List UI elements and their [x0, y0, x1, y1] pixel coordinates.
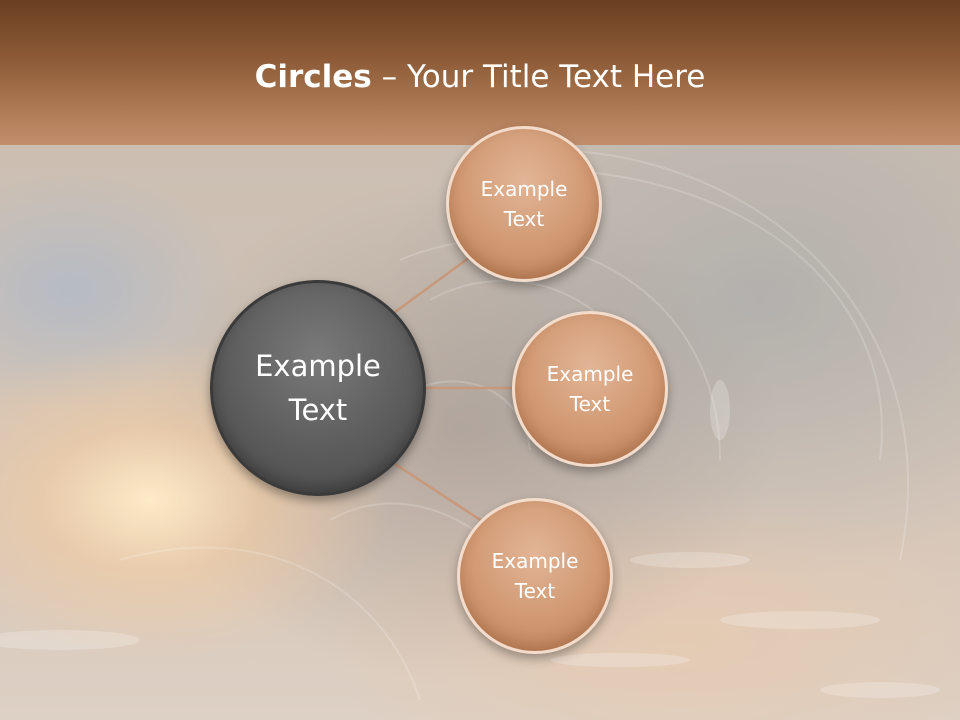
- connector-line-top: [394, 250, 478, 314]
- satellite-circle-top[interactable]: Example Text: [446, 126, 602, 282]
- connector-line-bottom: [394, 462, 486, 525]
- slide-title: Circles – Your Title Text Here: [0, 54, 960, 100]
- slide-title-rest: – Your Title Text Here: [371, 59, 706, 95]
- satellite-circle-label: Example Text: [491, 549, 579, 603]
- satellite-circle-bottom[interactable]: Example Text: [457, 498, 613, 654]
- satellite-circle-middle[interactable]: Example Text: [512, 311, 668, 467]
- hub-circle[interactable]: Example Text: [210, 280, 426, 496]
- title-bar: Circles – Your Title Text Here: [0, 0, 960, 145]
- slide-title-bold: Circles: [254, 59, 372, 95]
- satellite-circle-label: Example Text: [546, 362, 634, 416]
- hub-circle-label: Example Text: [255, 349, 381, 427]
- satellite-circle-label: Example Text: [480, 177, 568, 231]
